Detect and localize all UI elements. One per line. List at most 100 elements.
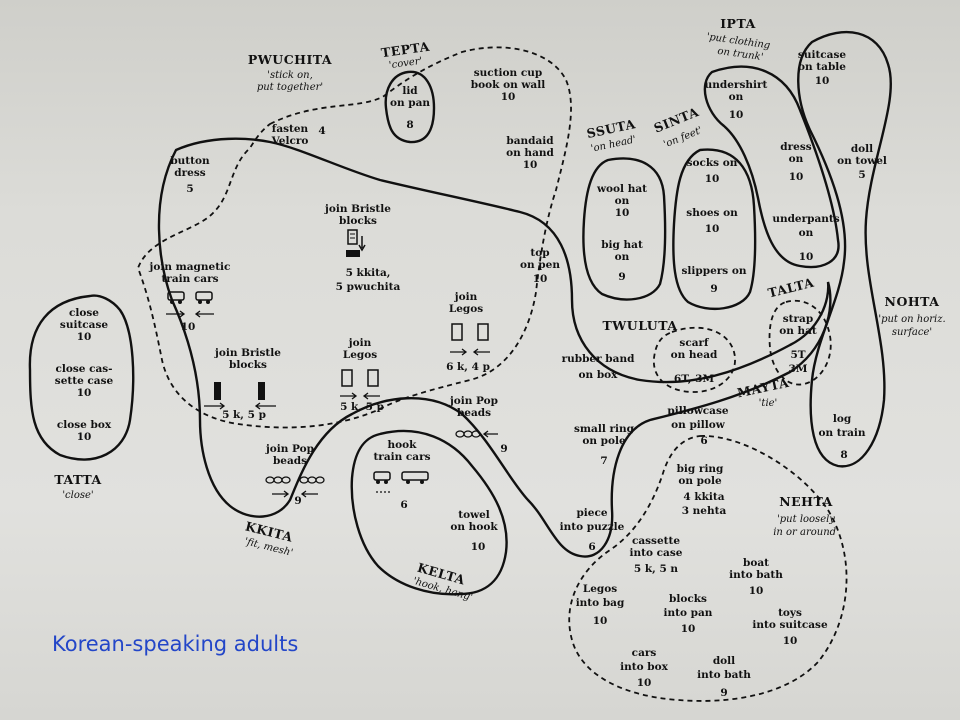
svg-text:blocks: blocks (339, 215, 377, 227)
item-underpants: underpants on 10 (772, 213, 839, 263)
svg-text:6: 6 (588, 541, 595, 553)
label-kelta: KELTA 'hook, hang' (412, 560, 474, 604)
svg-text:10: 10 (783, 635, 798, 647)
svg-text:put together': put together' (257, 82, 323, 93)
svg-text:on: on (799, 227, 814, 239)
svg-text:10: 10 (501, 91, 516, 103)
svg-text:scarf: scarf (679, 337, 710, 349)
label-sinta: SINTA 'on feet' (652, 104, 704, 150)
svg-text:blocks: blocks (669, 593, 707, 605)
item-rubber-band: rubber band on box (562, 353, 635, 381)
svg-text:cars: cars (632, 647, 657, 659)
svg-text:'tie': 'tie' (759, 398, 778, 409)
svg-text:4 kkita: 4 kkita (683, 491, 724, 503)
svg-text:Legos: Legos (583, 583, 617, 595)
svg-text:on: on (789, 153, 804, 165)
svg-text:close cas-: close cas- (55, 363, 112, 375)
item-hook-train: hook train cars 6 (373, 439, 431, 511)
svg-text:Velcro: Velcro (271, 135, 309, 147)
svg-text:6: 6 (700, 435, 707, 447)
svg-text:log: log (833, 413, 852, 425)
svg-text:10: 10 (815, 75, 830, 87)
label-tatta: TATTA 'close' (54, 472, 101, 501)
svg-text:top: top (530, 247, 549, 259)
svg-text:3 nehta: 3 nehta (682, 505, 727, 517)
svg-text:suitcase: suitcase (60, 319, 108, 331)
svg-text:9: 9 (618, 271, 625, 283)
svg-text:6 k, 4 p: 6 k, 4 p (446, 361, 490, 373)
item-scarf-head: scarf on head 6T, 3M (671, 337, 718, 385)
item-log-train: log on train 8 (818, 413, 865, 461)
svg-text:NOHTA: NOHTA (885, 294, 940, 309)
svg-text:10: 10 (523, 159, 538, 171)
item-strap-hat: strap on hat 5T 3M (779, 313, 817, 375)
item-piece-puzzle: piece into puzzle 6 (560, 507, 625, 553)
label-nohta: NOHTA 'put on horiz. surface' (878, 294, 945, 338)
svg-text:5 kkita,: 5 kkita, (346, 267, 391, 279)
pop-beads-icon (455, 430, 498, 438)
label-kkita: KKITA 'fit, mesh' (243, 519, 294, 559)
boundary-ipta (703, 65, 840, 269)
item-undershirt: undershirt on 10 (705, 79, 768, 121)
svg-text:5: 5 (858, 169, 865, 181)
svg-text:9: 9 (710, 283, 717, 295)
svg-text:into suitcase: into suitcase (752, 619, 828, 631)
svg-text:piece: piece (576, 507, 607, 519)
svg-text:join Bristle: join Bristle (324, 203, 391, 215)
svg-text:6: 6 (400, 499, 407, 511)
item-dress-on: dress on 10 (780, 141, 811, 183)
svg-text:join: join (454, 291, 478, 303)
svg-text:button: button (170, 155, 210, 167)
svg-text:5 k, 5 n: 5 k, 5 n (634, 563, 679, 575)
svg-text:5T: 5T (790, 349, 805, 361)
item-big-hat: big hat on 9 (601, 239, 643, 283)
svg-text:hook: hook (388, 439, 418, 451)
label-mayta: MAYTA 'tie' (736, 375, 791, 409)
item-join-legos-right: join Legos 6 k, 4 p (446, 291, 490, 373)
svg-text:into bath: into bath (729, 569, 783, 581)
item-legos-bag: Legos into bag 10 (576, 583, 625, 627)
svg-text:book on wall: book on wall (471, 79, 545, 91)
svg-text:5 k, 5 p: 5 k, 5 p (340, 401, 384, 413)
pop-beads-icon (265, 476, 325, 498)
svg-text:10: 10 (705, 173, 720, 185)
svg-text:on box: on box (579, 369, 619, 381)
item-slippers: slippers on 9 (682, 265, 747, 295)
svg-text:5 k, 5 p: 5 k, 5 p (222, 409, 266, 421)
svg-text:10: 10 (681, 623, 696, 635)
svg-text:on: on (729, 91, 744, 103)
svg-text:10: 10 (593, 615, 608, 627)
svg-text:6T, 3M: 6T, 3M (674, 373, 715, 385)
svg-text:'put on horiz.: 'put on horiz. (878, 314, 945, 325)
label-tepta: TEPTA 'cover' (380, 39, 431, 72)
item-pillowcase: pillowcase on pillow 6 (667, 405, 728, 447)
svg-text:5 pwuchita: 5 pwuchita (336, 281, 401, 293)
boundary-ssuta (582, 157, 667, 301)
item-cassette-case: cassette into case 5 k, 5 n (630, 535, 683, 575)
svg-text:suction cup: suction cup (474, 67, 542, 79)
svg-text:'put loosely: 'put loosely (777, 514, 835, 525)
svg-text:small ring: small ring (574, 423, 635, 435)
svg-text:Legos: Legos (343, 349, 377, 361)
item-toys-suitcase: toys into suitcase 10 (752, 607, 828, 647)
svg-text:'close': 'close' (62, 490, 93, 501)
svg-text:TEPTA: TEPTA (380, 39, 431, 61)
item-close-suitcase: close suitcase 10 (60, 307, 108, 343)
svg-text:9: 9 (294, 495, 301, 507)
item-boat-bath: boat into bath 10 (729, 557, 783, 597)
svg-text:on pen: on pen (520, 259, 560, 271)
item-top-on-pen: top on pen 10 (520, 247, 560, 285)
svg-text:10: 10 (181, 321, 196, 333)
item-socks: socks on 10 (687, 157, 738, 185)
svg-text:Legos: Legos (449, 303, 483, 315)
svg-text:into box: into box (620, 661, 668, 673)
svg-text:big hat: big hat (601, 239, 643, 251)
svg-text:on towel: on towel (837, 155, 887, 167)
svg-text:join magnetic: join magnetic (149, 261, 231, 273)
boundary-talta (768, 299, 832, 386)
boundary-nehta (568, 435, 848, 702)
svg-text:9: 9 (720, 687, 727, 699)
svg-text:9: 9 (500, 443, 507, 455)
